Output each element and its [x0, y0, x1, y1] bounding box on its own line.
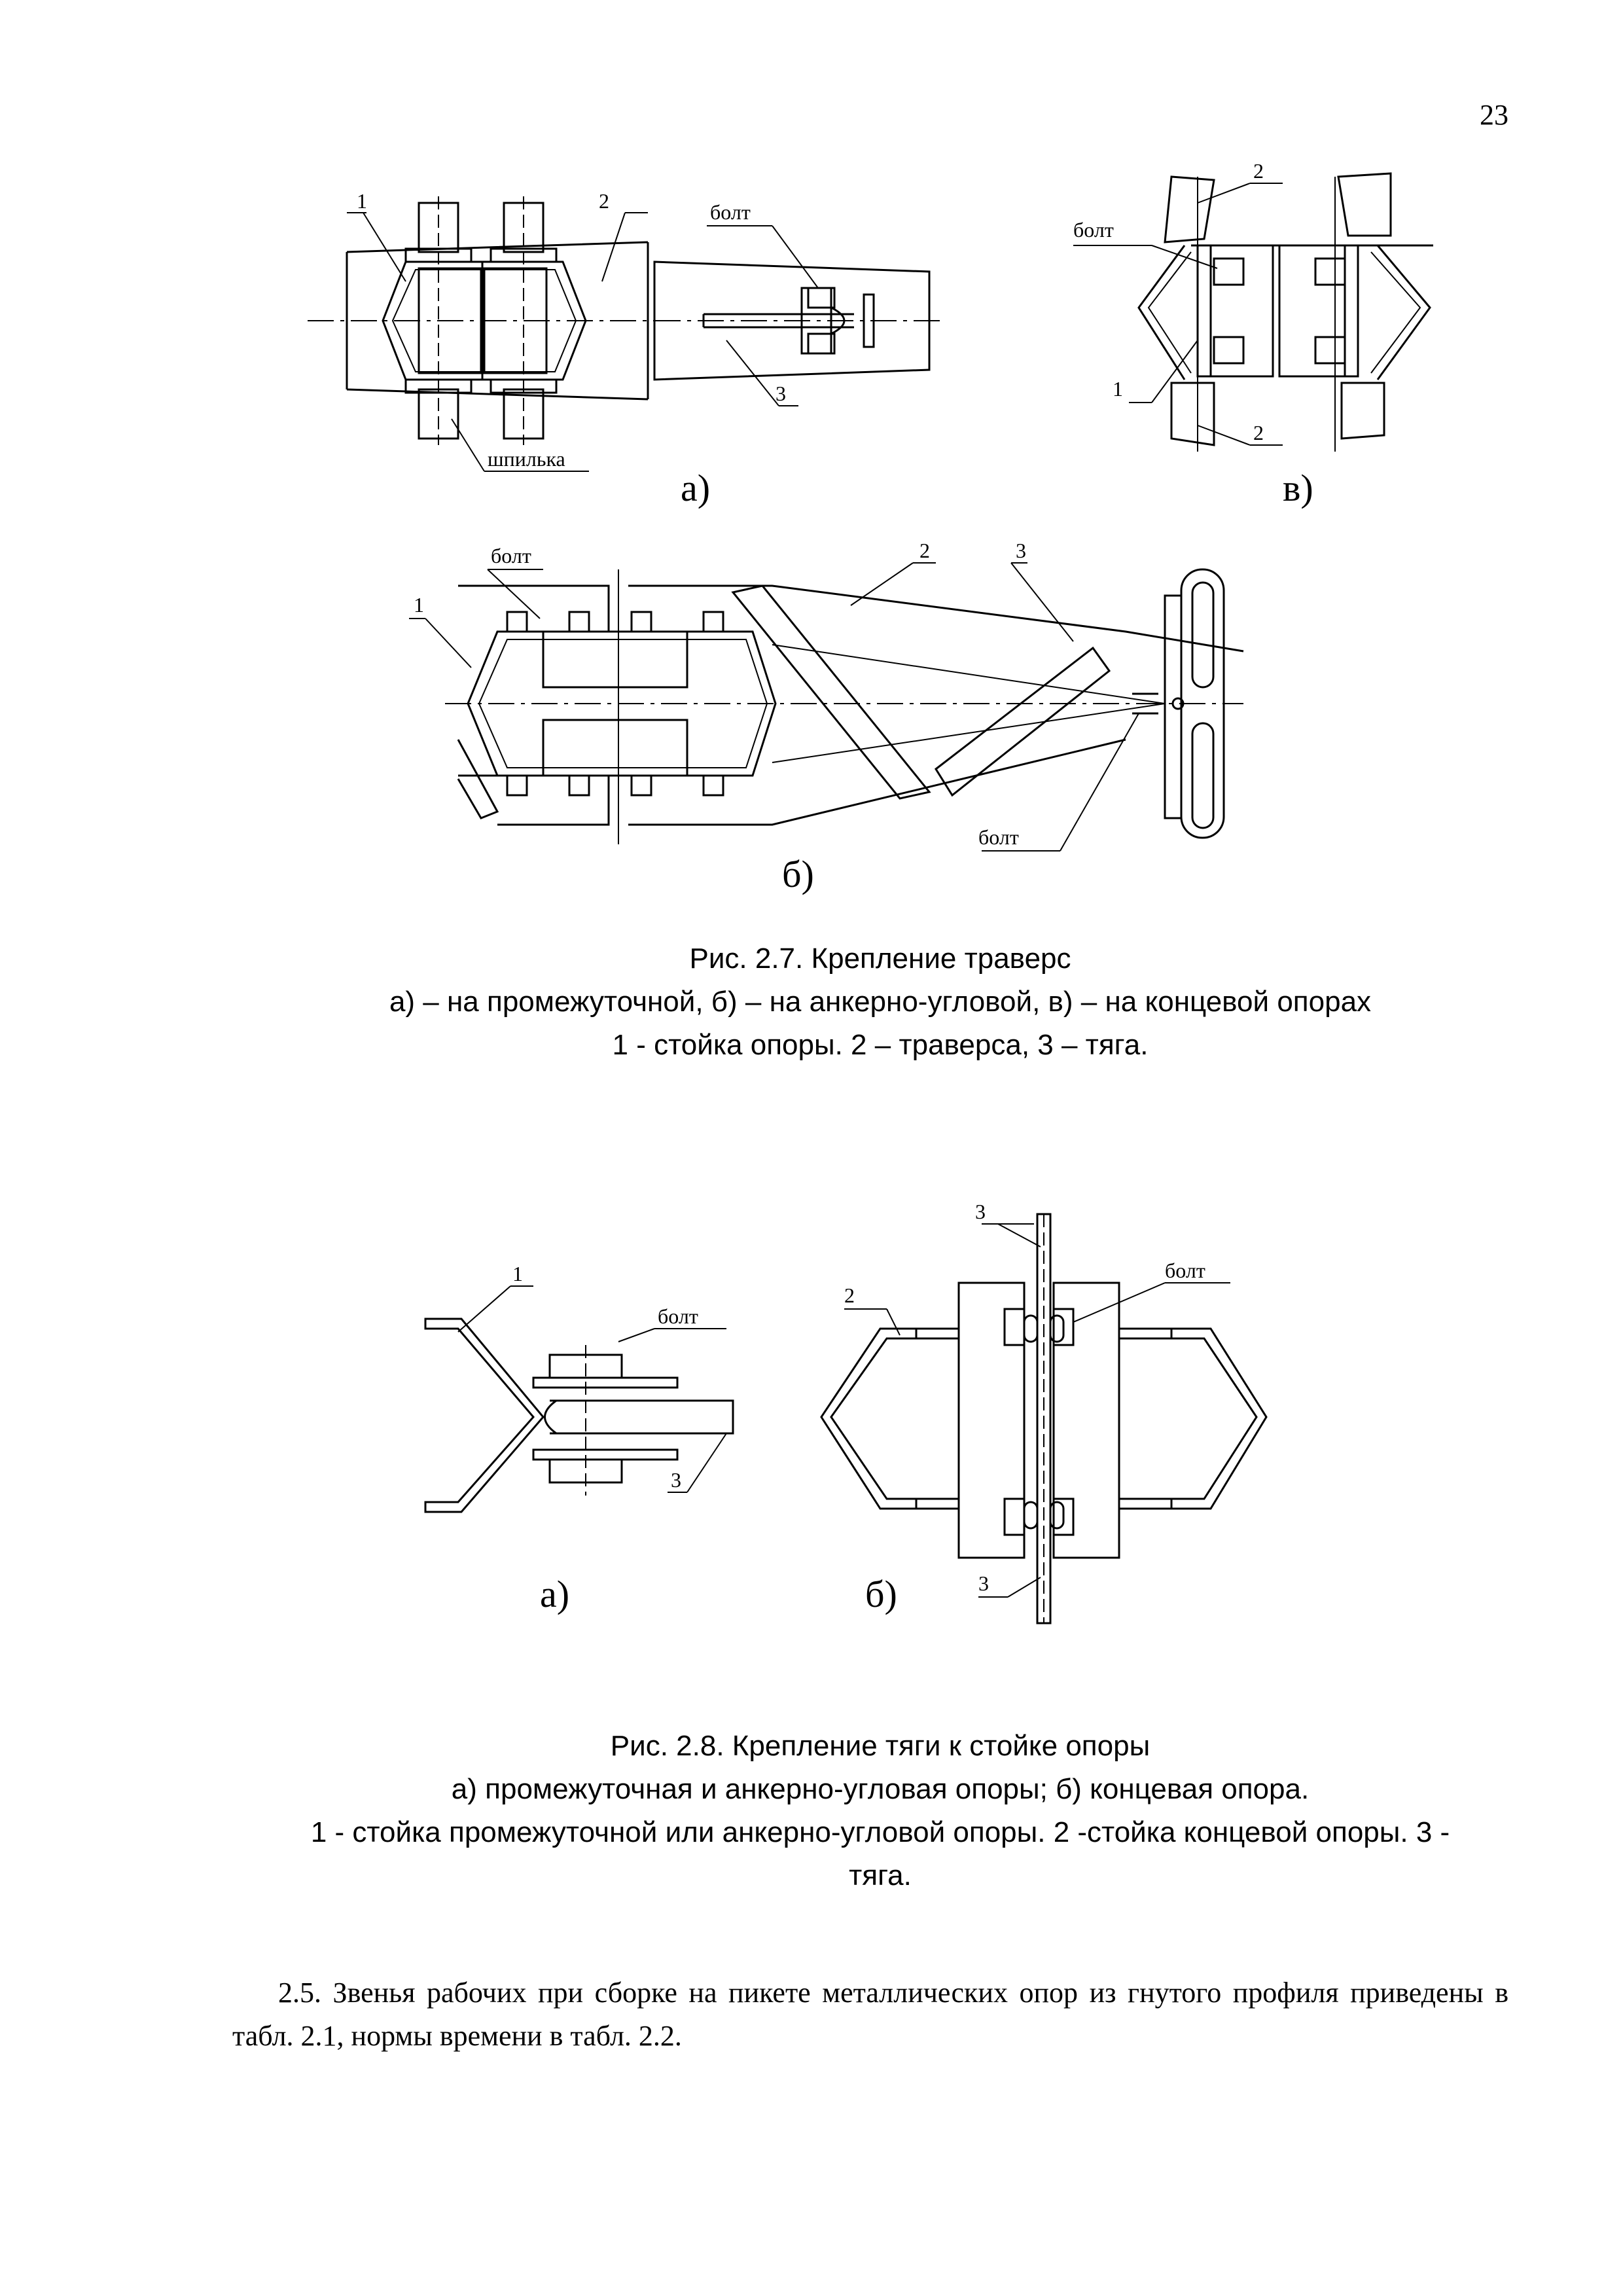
page-number: 23 [1480, 99, 1508, 131]
fig27v-label-1: 1 [1113, 377, 1123, 401]
fig27b-label-bolt-top: болт [491, 544, 531, 567]
fig27a-label-bolt: болт [710, 200, 751, 224]
fig27a-label-3: 3 [776, 382, 786, 405]
fig28b-label-3-top: 3 [975, 1200, 986, 1223]
fig28-caption-line-2: а) промежуточная и анкерно-угловая опоры… [451, 1773, 1310, 1805]
fig28-caption-line-1: Рис. 2.8. Крепление тяги к стойке опоры [610, 1730, 1150, 1762]
fig27-caption-line-1: Рис. 2.7. Крепление траверс [689, 942, 1071, 975]
fig27-sub-v: в) [1283, 467, 1313, 509]
fig27v-label-bolt: болт [1073, 218, 1114, 242]
fig27v-label-2-bottom: 2 [1253, 421, 1264, 444]
fig28-sub-b: б) [865, 1573, 897, 1615]
fig28a-label-3: 3 [671, 1468, 681, 1492]
fig27-sub-b: б) [782, 853, 814, 895]
fig27b-label-1: 1 [414, 593, 424, 617]
fig27b-drawing [409, 562, 1244, 852]
fig27v-drawing [1073, 172, 1433, 452]
fig27b-label-2: 2 [919, 539, 930, 562]
fig27a-label-1: 1 [357, 189, 367, 213]
fig28b-label-3-bottom: 3 [978, 1571, 989, 1595]
fig28-caption-line-4: тяга. [849, 1859, 912, 1892]
fig27b-label-bolt-bottom: болт [978, 825, 1019, 849]
fig27-caption-line-2: а) – на промежуточной, б) – на анкерно-у… [389, 986, 1372, 1018]
fig27-sub-a: а) [681, 467, 710, 509]
fig27a-drawing [308, 196, 942, 472]
fig28-sub-a: а) [540, 1573, 569, 1615]
body-paragraph: 2.5. Звенья рабочих при сборке на пикете… [232, 1977, 1508, 2052]
fig28a-label-1: 1 [512, 1262, 523, 1285]
fig27-caption-line-3: 1 - стойка опоры. 2 – траверса, 3 – тяга… [612, 1029, 1149, 1061]
fig27-caption: Рис. 2.7. Крепление траверс а) – на пром… [249, 937, 1512, 1067]
fig27v-label-2-top: 2 [1253, 159, 1264, 183]
fig28b-label-2: 2 [844, 1283, 855, 1307]
fig27b-label-3: 3 [1016, 539, 1026, 562]
fig27a-label-2: 2 [599, 189, 609, 213]
fig28b-drawing [820, 1213, 1268, 1624]
fig28b-label-bolt: болт [1165, 1259, 1205, 1282]
fig28a-drawing [424, 1285, 734, 1513]
fig28-caption: Рис. 2.8. Крепление тяги к стойке опоры … [249, 1725, 1512, 1897]
fig28-caption-line-3: 1 - стойка промежуточной или анкерно-угл… [310, 1816, 1450, 1848]
fig27a-label-stud: шпилька [488, 447, 565, 471]
fig28a-label-bolt: болт [658, 1304, 698, 1328]
